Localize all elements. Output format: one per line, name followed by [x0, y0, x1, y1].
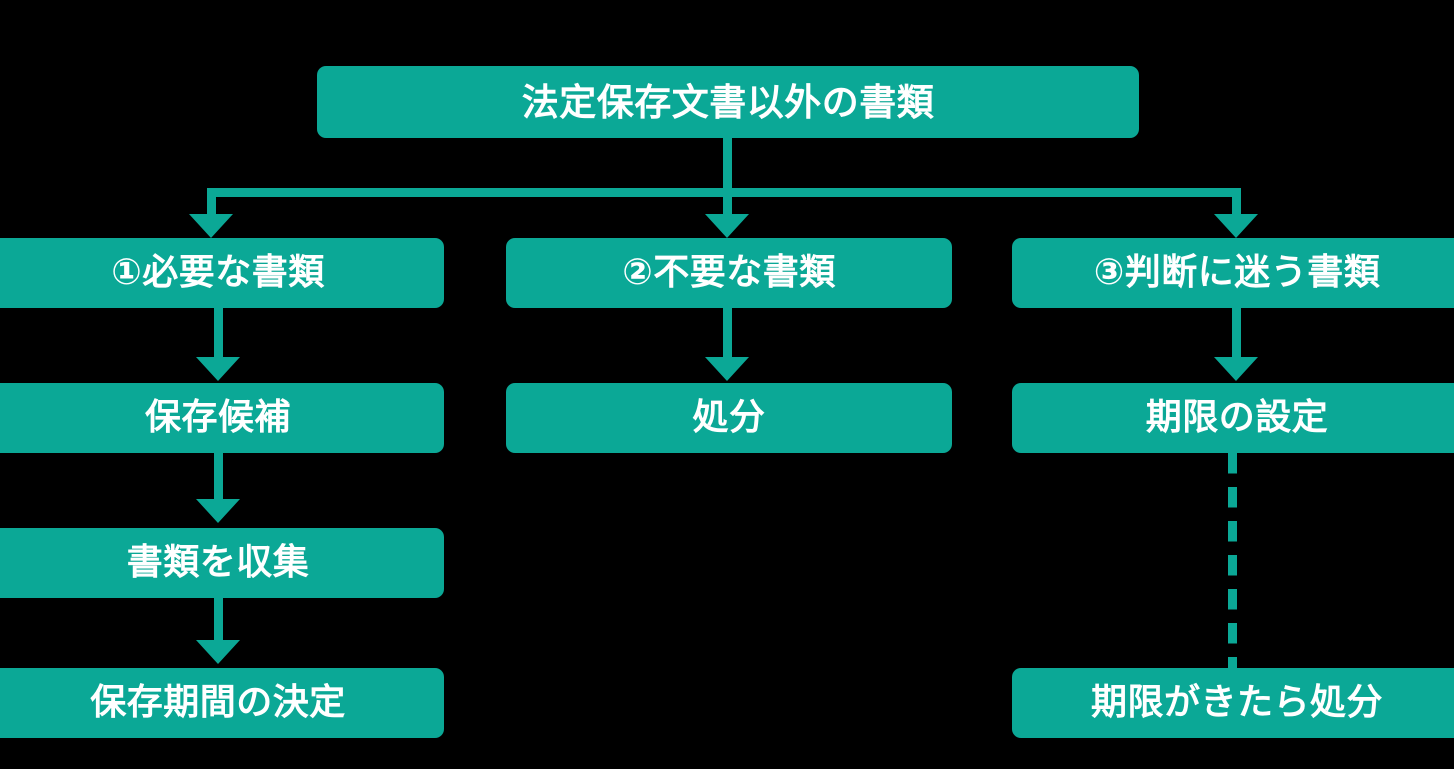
- node-col3-step1-label: 期限の設定: [1145, 397, 1329, 438]
- connector-col1-s2-to-s3: [214, 598, 223, 642]
- node-col1-step2: 書類を収集: [0, 528, 444, 598]
- connector-col3-dashed: [1228, 453, 1237, 668]
- node-branch1-header: ①必要な書類: [0, 238, 444, 308]
- connector-col1-s1-to-s2: [214, 453, 223, 501]
- node-root: 法定保存文書以外の書類: [317, 66, 1139, 138]
- arrowhead-col1-s3: [196, 640, 240, 664]
- arrowhead-col1-s2: [196, 499, 240, 523]
- node-root-label: 法定保存文書以外の書類: [521, 80, 935, 124]
- node-col3-step1: 期限の設定: [1012, 383, 1454, 453]
- node-branch1-header-label: ①必要な書類: [111, 252, 325, 293]
- arrowhead-col1-s1: [196, 357, 240, 381]
- connector-col1-h-to-s1: [214, 308, 223, 359]
- node-branch2-header-label: ②不要な書類: [622, 252, 836, 293]
- connector-root-stem: [723, 138, 732, 194]
- arrowhead-col2-s1: [705, 357, 749, 381]
- node-col3-step2-label: 期限がきたら処分: [1090, 682, 1383, 723]
- node-branch3-header: ③判断に迷う書類: [1012, 238, 1454, 308]
- arrowhead-col3-s1: [1214, 357, 1258, 381]
- node-col3-step2: 期限がきたら処分: [1012, 668, 1454, 738]
- node-col1-step1-label: 保存候補: [144, 397, 291, 438]
- node-col1-step1: 保存候補: [0, 383, 444, 453]
- arrowhead-branch2: [705, 214, 749, 238]
- node-branch3-header-label: ③判断に迷う書類: [1093, 252, 1381, 293]
- node-col2-step1-label: 処分: [692, 397, 766, 438]
- connector-col2-h-to-s1: [723, 308, 732, 359]
- node-col1-step3-label: 保存期間の決定: [90, 682, 346, 723]
- node-branch2-header: ②不要な書類: [506, 238, 952, 308]
- connector-branch2-drop: [723, 188, 732, 216]
- connector-branch3-drop: [1232, 188, 1241, 216]
- connector-branch1-drop: [207, 188, 216, 216]
- connector-col3-h-to-s1: [1232, 308, 1241, 359]
- arrowhead-branch3: [1214, 214, 1258, 238]
- node-col1-step3: 保存期間の決定: [0, 668, 444, 738]
- node-col1-step2-label: 書類を収集: [126, 542, 310, 583]
- node-col2-step1: 処分: [506, 383, 952, 453]
- arrowhead-branch1: [189, 214, 233, 238]
